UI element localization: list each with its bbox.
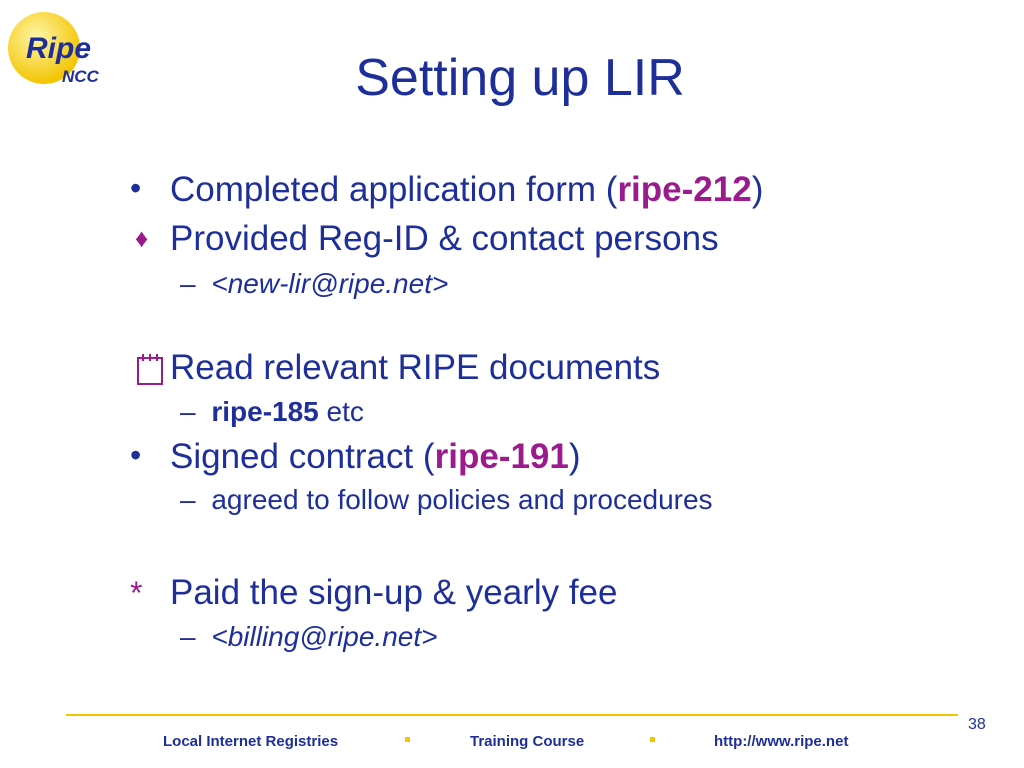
page-number: 38 — [968, 716, 986, 733]
doc-ref-ripe-191: ripe-191 — [434, 437, 569, 476]
footer-training-course: Training Course — [470, 733, 585, 750]
email-new-lir: <new-lir@ripe.net> — [211, 268, 449, 299]
dash-marker: – — [180, 484, 196, 515]
footer-website-link[interactable]: http://www.ripe.net — [714, 733, 849, 750]
footer-course-name: Local Internet Registries — [163, 733, 339, 750]
doc-ref-ripe-212: ripe-212 — [617, 170, 752, 209]
bullet-item-application: • Completed application form (ripe-212) — [130, 170, 763, 216]
item-text: Completed application form (ripe-212) — [170, 170, 764, 209]
bullet-dot-icon: • — [130, 170, 142, 206]
dash-marker: – — [180, 621, 196, 652]
footer-divider — [66, 714, 958, 716]
sub-item-text: agreed to follow policies and procedures — [211, 484, 713, 515]
logo-sun-circle — [8, 12, 80, 84]
diamond-bullet-icon: ♦ — [135, 223, 149, 253]
doc-ref-ripe-185: ripe-185 — [211, 396, 319, 427]
logo-ncc-text: NCC — [62, 67, 100, 86]
bullet-item-read-docs: Read relevant RIPE documents — [130, 348, 660, 394]
dash-marker: – — [180, 396, 196, 427]
dash-marker: – — [180, 268, 196, 299]
item-text: Signed contract (ripe-191) — [170, 437, 581, 476]
item-text: Provided Reg-ID & contact persons — [170, 219, 719, 258]
asterisk-bullet-icon: * — [130, 575, 143, 611]
sub-item-billing-email: – <billing@ripe.net> — [180, 621, 437, 667]
slide-title: Setting up LIR — [355, 49, 685, 107]
bullet-item-fee: * Paid the sign-up & yearly fee — [130, 573, 617, 619]
footer-separator-dot — [650, 737, 655, 742]
sub-item-policies: – agreed to follow policies and procedur… — [180, 484, 713, 530]
ripe-ncc-logo: Ripe NCC — [8, 12, 100, 86]
notepad-icon — [136, 352, 164, 395]
logo-ripe-text: Ripe — [26, 32, 91, 65]
item-text: Paid the sign-up & yearly fee — [170, 573, 618, 612]
sub-item-ripe-185: – ripe-185 etc — [180, 396, 364, 442]
item-text: Read relevant RIPE documents — [170, 348, 661, 387]
bullet-dot-icon: • — [130, 437, 142, 473]
sub-item-text: ripe-185 etc — [211, 396, 364, 427]
footer-separator-dot — [405, 737, 410, 742]
bullet-item-contract: • Signed contract (ripe-191) — [130, 437, 581, 483]
email-billing: <billing@ripe.net> — [211, 621, 438, 652]
bullet-item-reg-id: ♦ Provided Reg-ID & contact persons — [130, 219, 719, 265]
sub-item-new-lir-email: – <new-lir@ripe.net> — [180, 268, 448, 314]
